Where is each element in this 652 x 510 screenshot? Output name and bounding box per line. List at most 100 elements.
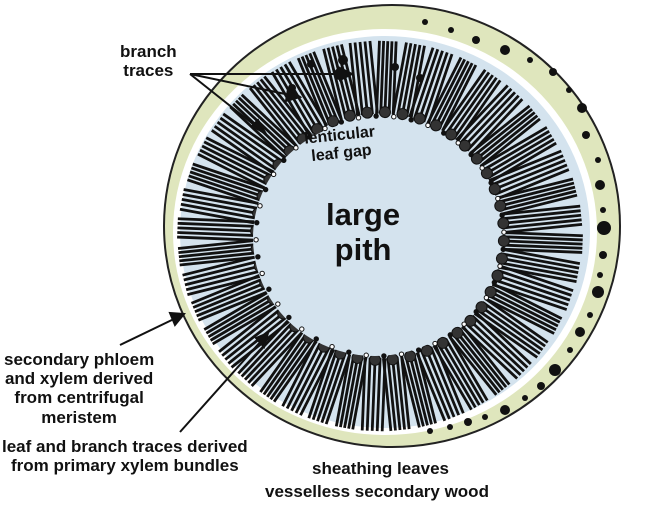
xylem-strand bbox=[237, 96, 295, 151]
ring-dot bbox=[577, 103, 587, 113]
xylem-strand bbox=[400, 356, 421, 428]
xylem-strand bbox=[248, 87, 298, 148]
xylem-strand bbox=[495, 273, 571, 302]
wood-bundle bbox=[488, 149, 570, 201]
arrowhead-branch-1 bbox=[339, 66, 355, 82]
xylem-strand bbox=[498, 261, 578, 279]
ring-dot bbox=[422, 19, 428, 25]
xylem-strand bbox=[324, 354, 351, 425]
xylem-strand bbox=[180, 202, 260, 221]
xylem-strand bbox=[461, 325, 519, 380]
ring-dot bbox=[575, 327, 585, 337]
xylem-strand bbox=[177, 231, 258, 238]
trace-dot bbox=[455, 140, 461, 146]
xylem-strand bbox=[501, 243, 583, 250]
xylem-strand bbox=[441, 69, 487, 132]
xylem-strand bbox=[199, 148, 270, 187]
primary-xylem-cap bbox=[429, 119, 442, 132]
primary-xylem-cap bbox=[458, 139, 471, 152]
xylem-strand bbox=[387, 41, 394, 115]
ring-dot bbox=[597, 272, 603, 278]
xylem-strand bbox=[400, 356, 411, 430]
xylem-strand bbox=[420, 350, 451, 420]
ring-dot bbox=[448, 27, 454, 33]
xylem-strand bbox=[502, 231, 583, 238]
xylem-strand bbox=[189, 170, 265, 199]
xylem-strand bbox=[244, 323, 298, 381]
xylem-strand bbox=[201, 144, 272, 183]
trace-dot bbox=[473, 308, 479, 315]
xylem-strand bbox=[213, 125, 279, 172]
xylem-strand bbox=[458, 327, 508, 388]
trace-dot bbox=[491, 279, 498, 286]
xylem-strand bbox=[252, 84, 302, 145]
xylem-strand bbox=[339, 354, 356, 428]
xylem-strand bbox=[433, 60, 470, 128]
xylem-strand bbox=[409, 45, 426, 118]
primary-xylem-cap bbox=[436, 336, 449, 349]
wood-bundle bbox=[491, 264, 574, 311]
trace-dot bbox=[425, 122, 431, 129]
xylem-strand bbox=[408, 353, 429, 426]
xylem-strand bbox=[326, 47, 348, 120]
trace-dot bbox=[270, 171, 277, 178]
ring-dot bbox=[500, 405, 510, 415]
xylem-strand bbox=[186, 178, 263, 207]
xylem-strand bbox=[499, 256, 579, 275]
xylem-strand bbox=[177, 235, 258, 242]
xylem-strand bbox=[424, 348, 456, 418]
xylem-strand bbox=[348, 42, 359, 116]
xylem-strand bbox=[488, 149, 562, 182]
xylem-strand bbox=[481, 301, 546, 348]
xylem-strand bbox=[360, 357, 367, 431]
label-line: pith bbox=[334, 231, 392, 267]
trace-dot bbox=[313, 336, 319, 342]
wood-bundle bbox=[448, 325, 511, 396]
xylem-strand bbox=[484, 297, 555, 335]
trace-dot bbox=[329, 343, 335, 350]
ring-dot bbox=[595, 157, 601, 163]
trace-dot bbox=[257, 203, 263, 209]
xylem-strand bbox=[486, 293, 557, 331]
xylem-strand bbox=[500, 209, 581, 221]
xylem-strand bbox=[477, 114, 539, 165]
xylem-strand bbox=[383, 41, 390, 115]
xylem-strand bbox=[498, 265, 577, 284]
trace-dot bbox=[286, 314, 292, 321]
trace-dot bbox=[255, 254, 261, 260]
xylem-strand bbox=[448, 74, 494, 137]
trace-dot bbox=[299, 326, 305, 332]
xylem-strand bbox=[429, 346, 460, 416]
xylem-strand bbox=[482, 130, 550, 172]
xylem-strand bbox=[417, 50, 444, 121]
xylem-strand bbox=[405, 44, 422, 118]
xylem-strand bbox=[458, 87, 513, 145]
xylem-strand bbox=[469, 104, 531, 155]
ring-dot bbox=[599, 251, 607, 259]
xylem-strand bbox=[197, 289, 272, 322]
trace-dot bbox=[254, 219, 260, 226]
xylem-strand bbox=[178, 247, 259, 259]
xylem-strand bbox=[404, 355, 425, 427]
xylem-strand bbox=[412, 48, 440, 120]
xylem-strand bbox=[194, 280, 268, 314]
xylem-strand bbox=[461, 325, 511, 386]
xylem-strand bbox=[501, 247, 581, 266]
xylem-strand bbox=[502, 235, 583, 242]
xylem-strand bbox=[490, 154, 564, 187]
branch-trace-dot bbox=[307, 60, 315, 68]
xylem-strand bbox=[501, 218, 582, 230]
trace-dot bbox=[346, 349, 352, 355]
trace-dot bbox=[501, 229, 507, 235]
xylem-strand bbox=[484, 297, 549, 344]
xylem-strand bbox=[379, 40, 386, 114]
xylem-strand bbox=[183, 259, 261, 282]
xylem-strand bbox=[395, 356, 406, 430]
wood-bundle bbox=[426, 56, 478, 132]
label-line: large bbox=[326, 197, 401, 232]
xylem-strand bbox=[211, 303, 280, 346]
trace-dot bbox=[408, 117, 414, 123]
xylem-strand bbox=[256, 81, 305, 142]
xylem-strand bbox=[363, 41, 374, 115]
xylem-strand bbox=[182, 193, 262, 211]
